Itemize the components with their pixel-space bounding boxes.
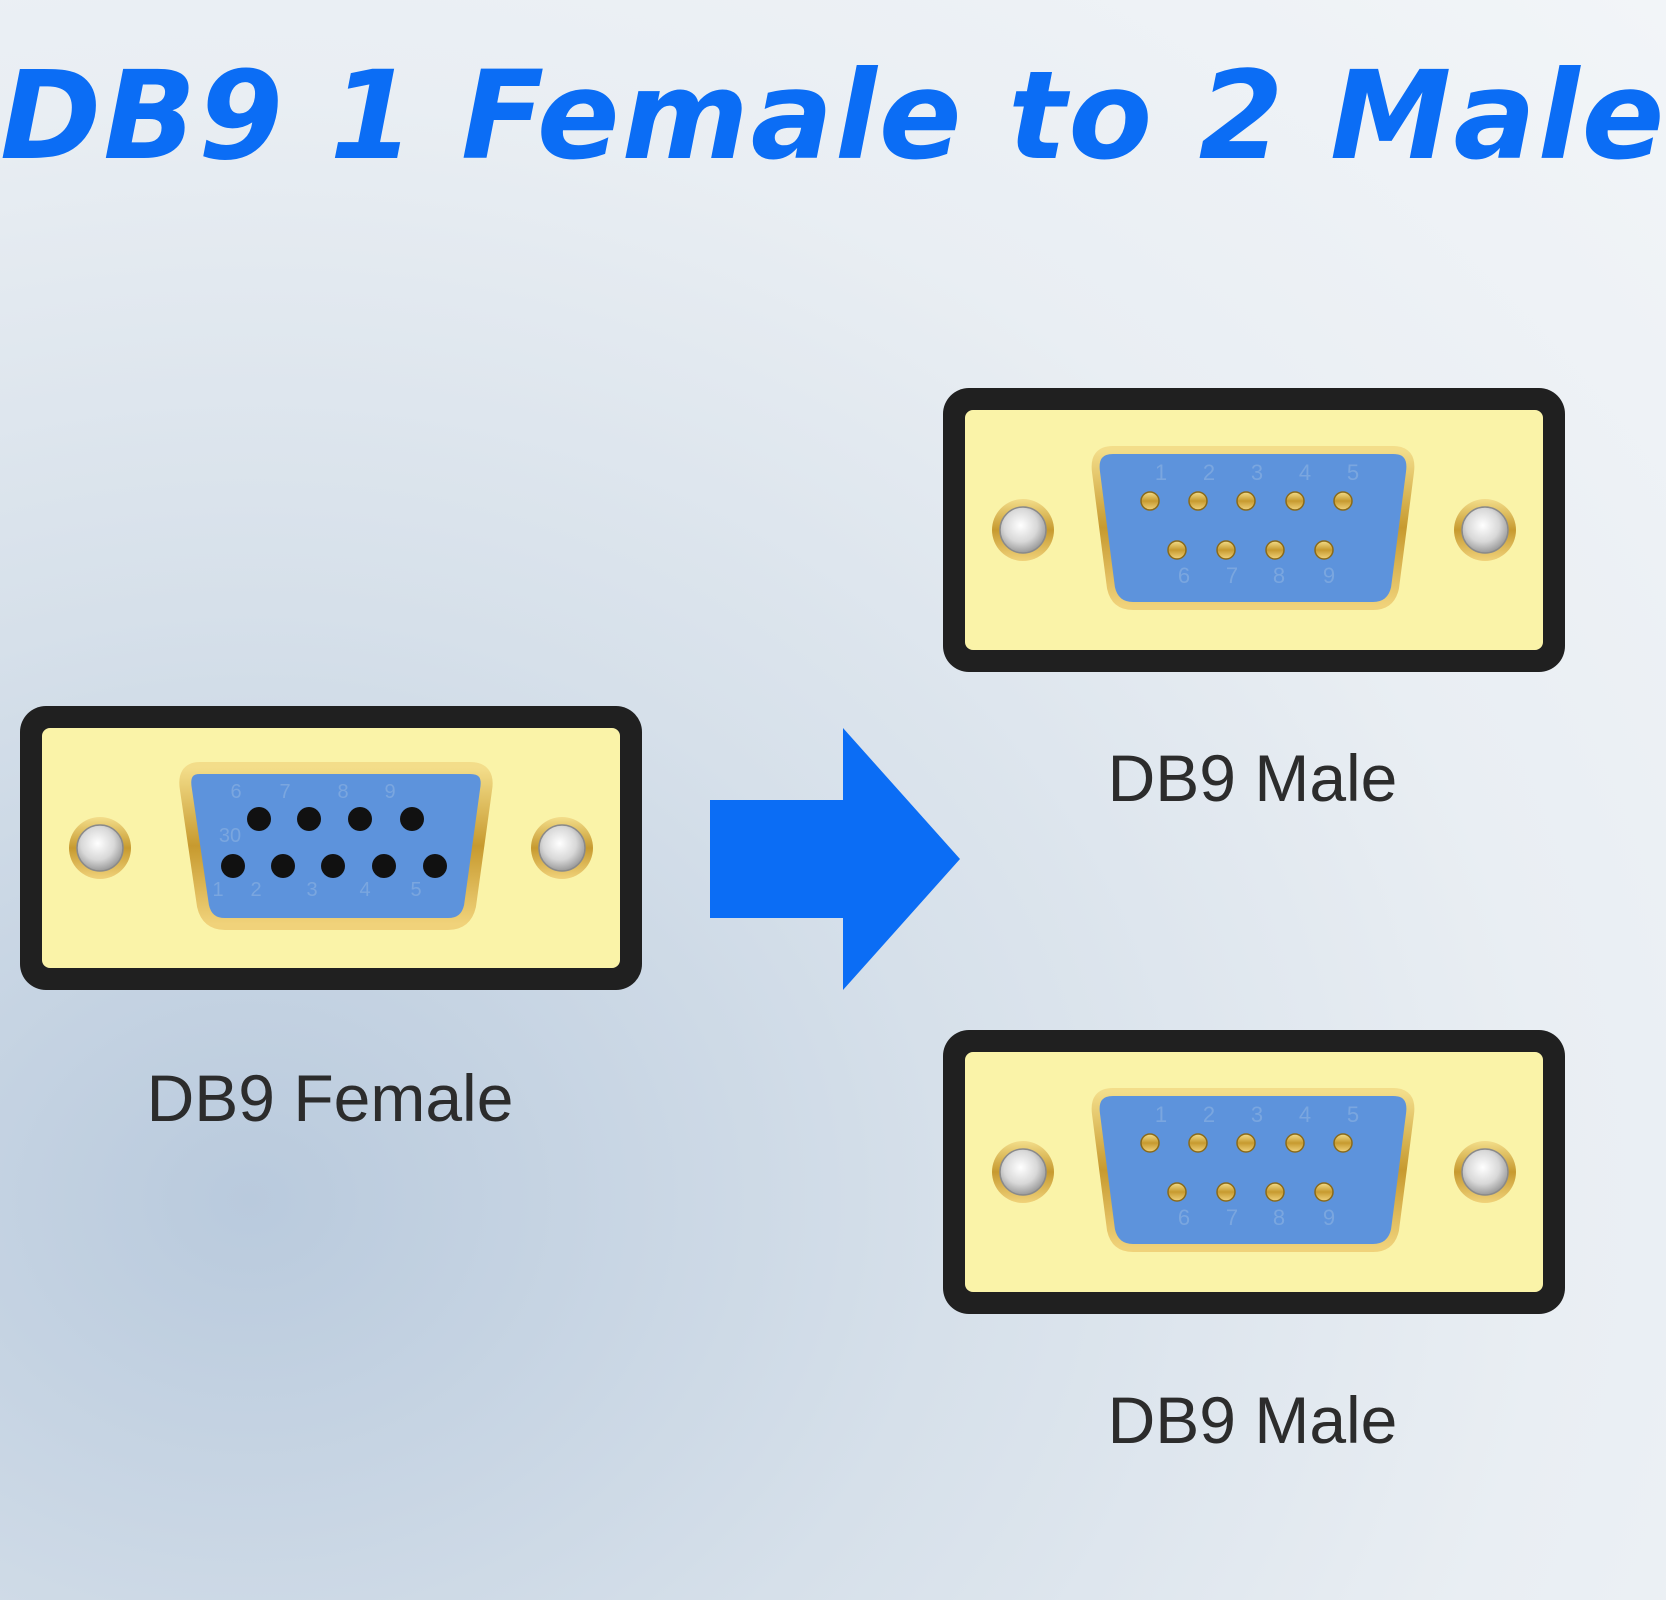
screw-icon [69, 817, 131, 879]
female-socket [297, 807, 321, 831]
pin-number: 3 [306, 879, 317, 901]
female-socket [247, 807, 271, 831]
male-pin [1265, 540, 1285, 560]
pin-number: 4 [1299, 460, 1311, 485]
pin-number: 5 [1347, 1102, 1359, 1127]
connector-mark: 30 [219, 825, 241, 847]
pin-number: 7 [1226, 1205, 1238, 1230]
male-pin [1216, 540, 1236, 560]
pin-number: 5 [1347, 460, 1359, 485]
male-pin [1314, 540, 1334, 560]
male-pin [1216, 1182, 1236, 1202]
pin-number: 4 [359, 879, 370, 901]
female-connector-label: DB9 Female [146, 1061, 514, 1135]
screw-icon [992, 1141, 1054, 1203]
page-title: DB9 1 Female to 2 Male [0, 45, 1666, 187]
male-pin [1167, 1182, 1187, 1202]
pin-number: 4 [1299, 1102, 1311, 1127]
male-pin [1314, 1182, 1334, 1202]
pin-number: 7 [279, 781, 290, 803]
pin-number: 6 [230, 781, 241, 803]
pin-number: 9 [384, 781, 395, 803]
male-connector-label-top: DB9 Male [1107, 741, 1398, 815]
male-pin [1285, 491, 1305, 511]
pin-number: 1 [1155, 1102, 1167, 1127]
pin-number: 6 [1178, 563, 1190, 588]
male-connector-label-bottom: DB9 Male [1107, 1383, 1398, 1457]
male-pin [1333, 491, 1353, 511]
pin-number: 9 [1323, 1205, 1335, 1230]
d-sub-shell [179, 762, 493, 930]
female-socket [271, 854, 295, 878]
male-pin [1140, 1133, 1160, 1153]
db9-male-connector-bottom: 1 2 3 4 5 6 7 8 9 [943, 1030, 1565, 1314]
male-pin [1188, 1133, 1208, 1153]
db9-male-connector-top: 1 2 3 4 5 6 7 8 9 [943, 388, 1565, 672]
female-socket [321, 854, 345, 878]
d-sub-shell [1091, 446, 1415, 610]
pin-number: 6 [1178, 1205, 1190, 1230]
pin-number: 3 [1251, 1102, 1263, 1127]
male-pin [1236, 1133, 1256, 1153]
d-sub-shell [1091, 1088, 1415, 1252]
male-pin [1140, 491, 1160, 511]
pin-number: 3 [1251, 460, 1263, 485]
pin-number: 1 [212, 879, 223, 901]
male-pin [1285, 1133, 1305, 1153]
right-arrow-icon [710, 728, 960, 990]
male-pin [1265, 1182, 1285, 1202]
screw-icon [531, 817, 593, 879]
male-pin [1167, 540, 1187, 560]
male-pin [1188, 491, 1208, 511]
female-socket [372, 854, 396, 878]
pin-number: 2 [1203, 460, 1215, 485]
pin-number: 1 [1155, 460, 1167, 485]
female-socket [348, 807, 372, 831]
pin-number: 2 [250, 879, 261, 901]
male-pin [1333, 1133, 1353, 1153]
screw-icon [992, 499, 1054, 561]
db9-female-connector: 6 7 8 9 30 1 2 3 4 5 [20, 706, 642, 990]
female-socket [400, 807, 424, 831]
pin-number: 9 [1323, 563, 1335, 588]
male-pin [1236, 491, 1256, 511]
screw-icon [1454, 499, 1516, 561]
pin-number: 5 [410, 879, 421, 901]
pin-number: 8 [1273, 1205, 1285, 1230]
pin-number: 8 [337, 781, 348, 803]
pin-number: 8 [1273, 563, 1285, 588]
screw-icon [1454, 1141, 1516, 1203]
female-socket [423, 854, 447, 878]
pin-number: 7 [1226, 563, 1238, 588]
female-socket [221, 854, 245, 878]
pin-number: 2 [1203, 1102, 1215, 1127]
